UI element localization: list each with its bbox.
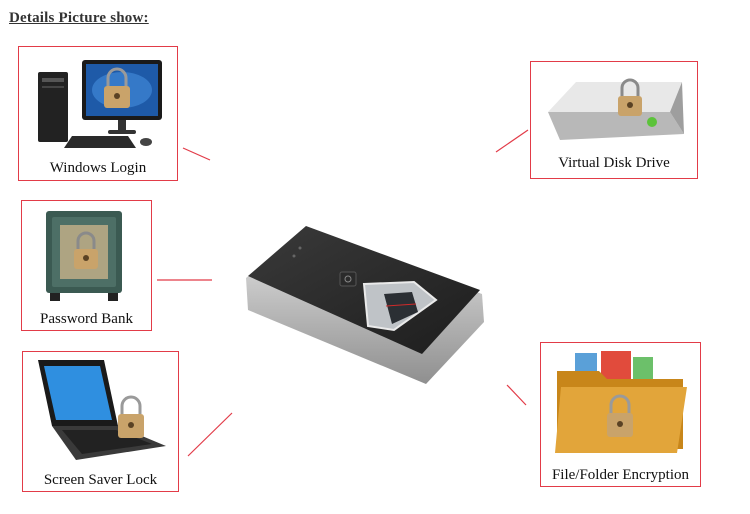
- connector-file-folder: [506, 384, 527, 406]
- laptop-icon: [38, 360, 166, 460]
- caption-password-bank: Password Bank: [40, 311, 133, 327]
- connector-windows-login: [182, 147, 211, 161]
- caption-virtual-disk: Virtual Disk Drive: [558, 155, 670, 171]
- desktop-computer-icon: [38, 60, 162, 148]
- fingerprint-reader-device: [246, 226, 484, 384]
- card-windows-login: Windows Login: [18, 46, 178, 181]
- card-screen-saver: Screen Saver Lock: [22, 351, 179, 492]
- caption-windows-login: Windows Login: [49, 160, 147, 176]
- connector-virtual-disk: [495, 129, 529, 153]
- connector-screen-saver: [187, 412, 233, 457]
- card-file-folder: File/Folder Encryption: [540, 342, 701, 487]
- safe-icon: [46, 211, 122, 301]
- page-heading: Details Picture show:: [9, 10, 149, 26]
- caption-screen-saver: Screen Saver Lock: [43, 472, 158, 488]
- folder-icon: [555, 351, 687, 453]
- power-button: [339, 271, 357, 287]
- disk-drive-icon: [548, 78, 684, 140]
- caption-file-folder: File/Folder Encryption: [551, 467, 690, 483]
- card-virtual-disk: Virtual Disk Drive: [530, 61, 698, 179]
- card-password-bank: Password Bank: [21, 200, 152, 331]
